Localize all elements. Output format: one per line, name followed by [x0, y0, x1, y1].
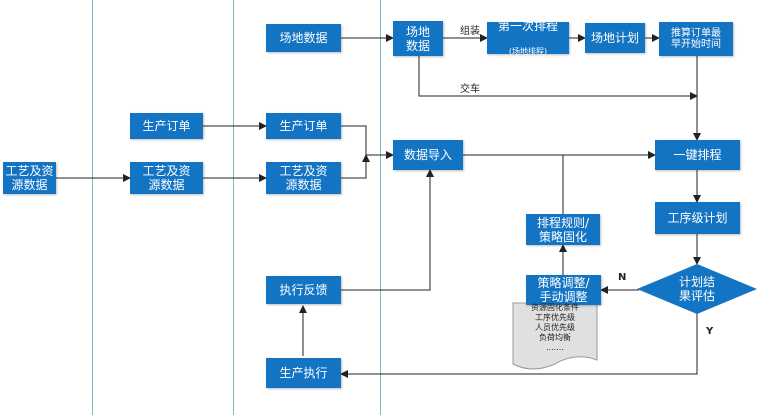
lane-divider-3 [380, 0, 381, 415]
node-first-schedule[interactable]: 第一次排程 (场地排程) [487, 19, 569, 56]
node-rules[interactable]: 排程规则/ 策略固化 [526, 214, 600, 245]
edge-label-assemble: 组装 [460, 26, 480, 37]
arrow-resource3-to-import [341, 154, 370, 179]
edge-label-yes: Y [706, 326, 714, 337]
node-process-resource-3[interactable]: 工艺及资 源数据 [266, 162, 341, 194]
node-first-schedule-sublabel: (场地排程) [508, 47, 548, 56]
node-prod-order-2-label: 生产订单 [279, 119, 328, 133]
node-site-data-1[interactable]: 场地数据 [266, 24, 341, 52]
node-process-resource-1[interactable]: 工艺及资 源数据 [3, 162, 56, 194]
node-execution[interactable]: 生产执行 [266, 358, 341, 388]
node-prod-order-2[interactable]: 生产订单 [266, 113, 341, 139]
node-prod-order-1[interactable]: 生产订单 [130, 113, 203, 139]
node-prod-order-1-label: 生产订单 [142, 119, 191, 133]
lane-divider-1 [92, 0, 93, 415]
node-process-resource-3-label: 工艺及资 源数据 [279, 164, 328, 192]
node-process-resource-2-label: 工艺及资 源数据 [142, 164, 191, 192]
arrow-order2-to-import [341, 125, 394, 159]
node-strategy-label: 策略调整/ 手动调整 [537, 276, 590, 304]
edge-label-deliver: 交车 [460, 84, 480, 95]
node-execution-label: 生产执行 [279, 366, 328, 380]
node-plan-eval[interactable]: 计划结 果评估 [657, 274, 737, 304]
arrow-feedback-to-import [341, 169, 434, 291]
node-process-resource-2[interactable]: 工艺及资 源数据 [130, 162, 203, 194]
note-line: 工序优先级 [535, 313, 575, 322]
node-first-schedule-label: 第一次排程 [497, 19, 558, 33]
node-site-data-1-label: 场地数据 [279, 31, 328, 45]
node-process-plan[interactable]: 工序级计划 [655, 202, 740, 234]
arrow-eval-to-execution [340, 312, 698, 378]
node-rules-label: 排程规则/ 策略固化 [536, 215, 590, 244]
node-infer-order[interactable]: 推算订单最 早开始时间 [659, 22, 733, 56]
node-infer-order-label: 推算订单最 早开始时间 [671, 28, 721, 50]
node-strategy[interactable]: 策略调整/ 手动调整 [526, 275, 601, 305]
note-line: 人员优先级 [535, 323, 575, 332]
plan-eval-diamond [637, 264, 757, 314]
arrow-sitedata2-deliver-to-oneclick [418, 56, 698, 100]
lane-divider-2 [233, 0, 234, 415]
note-paper [512, 302, 598, 370]
node-feedback[interactable]: 执行反馈 [266, 276, 341, 304]
node-one-click[interactable]: 一键排程 [655, 140, 740, 170]
note-line: 资源固化条件 [531, 303, 579, 312]
node-plan-eval-label: 计划结 果评估 [678, 275, 715, 303]
node-site-plan-label: 场地计划 [590, 31, 639, 45]
note-text: 资源固化条件 工序优先级 人员优先级 负荷均衡 ....... [515, 303, 595, 353]
node-site-plan[interactable]: 场地计划 [585, 23, 645, 53]
edge-label-no: N [618, 272, 627, 283]
note-line: ....... [546, 343, 564, 352]
node-process-plan-label: 工序级计划 [667, 211, 728, 225]
note-line: 负荷均衡 [539, 333, 571, 342]
node-data-import[interactable]: 数据导入 [393, 140, 463, 170]
node-feedback-label: 执行反馈 [279, 283, 328, 297]
node-site-data-2[interactable]: 场地 数据 [393, 21, 443, 56]
node-process-resource-1-label: 工艺及资 源数据 [5, 164, 54, 192]
node-data-import-label: 数据导入 [403, 148, 452, 162]
node-site-data-2-label: 场地 数据 [405, 24, 430, 53]
node-one-click-label: 一键排程 [673, 148, 722, 162]
